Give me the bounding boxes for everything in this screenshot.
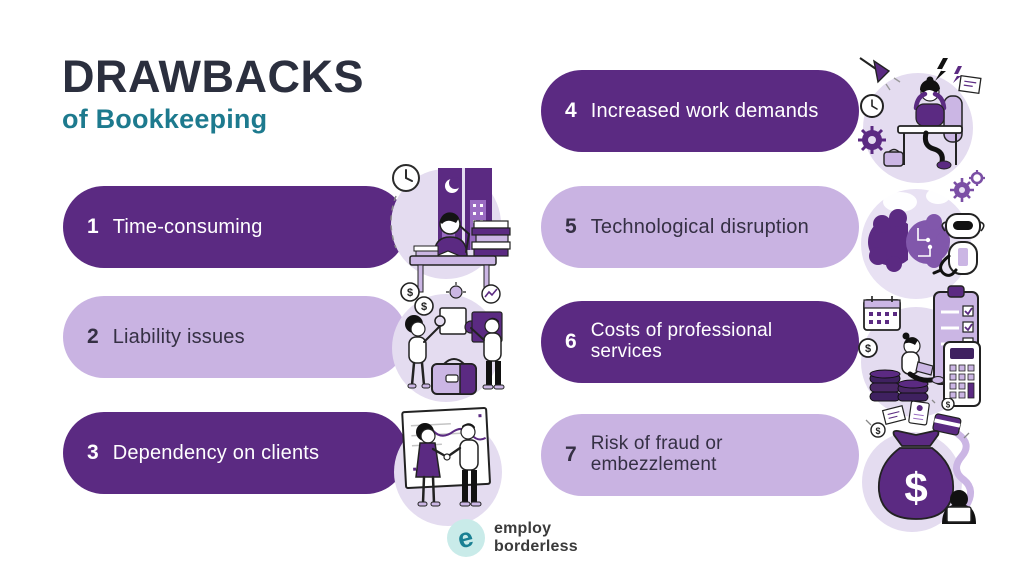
accountant-person-icon [901, 332, 945, 384]
money-bag-icon: $ [877, 429, 955, 520]
logo-wordmark: employ borderless [494, 520, 578, 555]
item-label: Costs of professional services [590, 320, 773, 362]
item-number: 2 [87, 325, 99, 348]
item-label: Liability issues [112, 326, 245, 348]
robot-icon [932, 213, 985, 277]
overworked-employee-icon [858, 57, 982, 183]
desk-icon [897, 125, 963, 170]
page-subtitle: of Bookkeeping [62, 103, 268, 134]
drawback-item-4: 4 Increased work demands [541, 70, 859, 152]
woman-figure-icon [405, 315, 441, 389]
trend-chart-icon [481, 284, 501, 304]
coin-stack-icon [869, 369, 929, 402]
item-label: Increased work demands [590, 100, 819, 122]
brain-icon [868, 209, 950, 272]
dollar-coin-icon: $ $ [400, 282, 434, 316]
flourish-swirl [953, 430, 974, 510]
gear-icon [858, 126, 886, 154]
brand-logo: e employ borderless [447, 519, 578, 557]
technological-disruption-illustration [846, 168, 986, 308]
svg-text:$: $ [875, 426, 880, 436]
flying-paper-icon [881, 400, 930, 426]
page-title: DRAWBACKS [62, 51, 364, 102]
man-figure-icon [443, 423, 482, 507]
increased-work-demands-illustration [846, 52, 986, 192]
drawback-item-2: 2 Liability issues [63, 296, 407, 378]
studying-person-icon [433, 212, 471, 257]
liability-issues-illustration: $ $ [376, 280, 516, 420]
calendar-icon [863, 296, 901, 331]
drawback-item-6: 6 Costs of professional services [541, 301, 859, 383]
svg-text:$: $ [946, 401, 951, 410]
item-number: 1 [87, 215, 99, 238]
drawback-item-7: 7 Risk of fraud or embezzlement [541, 414, 859, 496]
title-block: DRAWBACKS of Bookkeeping [62, 51, 364, 135]
calculator-icon [943, 341, 981, 407]
client-handshake-icon [394, 406, 502, 526]
lightbulb-icon [446, 282, 466, 299]
hacker-icon [942, 490, 976, 524]
svg-text:$: $ [407, 287, 413, 299]
clock-icon [860, 94, 884, 118]
desk-icon [409, 245, 497, 293]
svg-text:$: $ [421, 301, 427, 313]
time-consuming-illustration [376, 160, 516, 300]
item-number: 4 [565, 99, 577, 122]
item-label: Dependency on clients [112, 442, 320, 464]
svg-text:$: $ [904, 464, 927, 511]
item-number: 3 [87, 441, 99, 464]
risk-of-fraud-illustration: $ $ $ [846, 398, 986, 538]
paper-icon [958, 74, 982, 95]
item-label: Time-consuming [112, 216, 263, 238]
svg-text:$: $ [865, 343, 871, 355]
credit-card-icon [932, 413, 962, 436]
briefcase-icon [431, 358, 477, 395]
dollar-coin-icon: $ [858, 338, 878, 358]
puzzle-briefcase-people-icon: $ $ [392, 282, 505, 402]
drawback-item-3: 3 Dependency on clients [63, 412, 407, 494]
drawback-item-5: 5 Technological disruption [541, 186, 859, 268]
logo-circle: e [447, 519, 485, 557]
stressed-person-icon [913, 76, 947, 127]
stress-bolt-icon [935, 58, 962, 83]
desk-lamp-icon [859, 57, 901, 91]
costs-of-professional-services-illustration: $ [846, 284, 986, 424]
briefcase-icon [883, 148, 904, 167]
office-chair-icon [943, 95, 963, 143]
ai-brain-robot-icon [861, 170, 985, 299]
clock-icon [392, 164, 420, 192]
late-night-study-desk-icon [390, 164, 511, 293]
item-label: Risk of fraud or embezzlement [590, 433, 723, 475]
dollar-coin-icon: $ $ [870, 398, 955, 438]
sparkle-dashes [865, 399, 970, 439]
drawback-item-1: 1 Time-consuming [63, 186, 407, 268]
book-stack-icon [471, 220, 511, 257]
item-number: 5 [565, 215, 577, 238]
item-label: Technological disruption [590, 216, 809, 238]
woman-figure-icon [415, 423, 449, 507]
logo-e-monogram-icon: e [454, 521, 477, 554]
item-number: 7 [565, 443, 577, 466]
man-figure-icon [470, 317, 505, 390]
coins-calculator-accountant-icon: $ [858, 285, 981, 417]
gear-icon [950, 170, 985, 202]
money-bag-fraud-icon: $ $ $ [862, 398, 976, 532]
dependency-on-clients-illustration [376, 396, 516, 536]
item-number: 6 [565, 330, 577, 353]
